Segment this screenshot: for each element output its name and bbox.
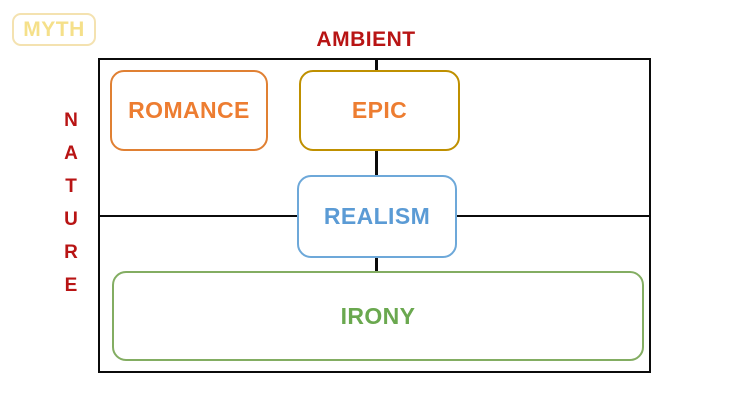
nature-axis-letter: E (64, 275, 78, 296)
mode-box-romance-label: ROMANCE (128, 97, 250, 123)
connector-realism-to-irony (375, 257, 378, 273)
connector-epic-to-realism (375, 150, 378, 177)
nature-axis-label: N A T U R E (58, 104, 84, 302)
mode-box-realism[interactable]: REALISM (297, 175, 457, 258)
ambient-axis-label-text: AMBIENT (316, 28, 416, 51)
nature-axis-letter: N (64, 110, 78, 131)
myth-legend-pill: MYTH (12, 13, 96, 46)
ambient-axis-label: AMBIENT (0, 28, 738, 52)
mode-box-irony[interactable]: IRONY (112, 271, 644, 361)
nature-axis-letter: A (64, 143, 78, 164)
mode-box-epic-label: EPIC (351, 97, 408, 123)
nature-axis-letter: R (64, 242, 78, 263)
nature-axis-letter: T (65, 176, 77, 197)
mode-box-romance[interactable]: ROMANCE (110, 70, 268, 151)
nature-axis-letter: U (64, 209, 78, 230)
connector-ambient-to-epic (375, 58, 378, 72)
mode-box-epic[interactable]: EPIC (299, 70, 460, 151)
mode-box-realism-label: REALISM (323, 203, 431, 229)
myth-legend-label: MYTH (23, 18, 85, 41)
mode-box-irony-label: IRONY (340, 302, 416, 329)
